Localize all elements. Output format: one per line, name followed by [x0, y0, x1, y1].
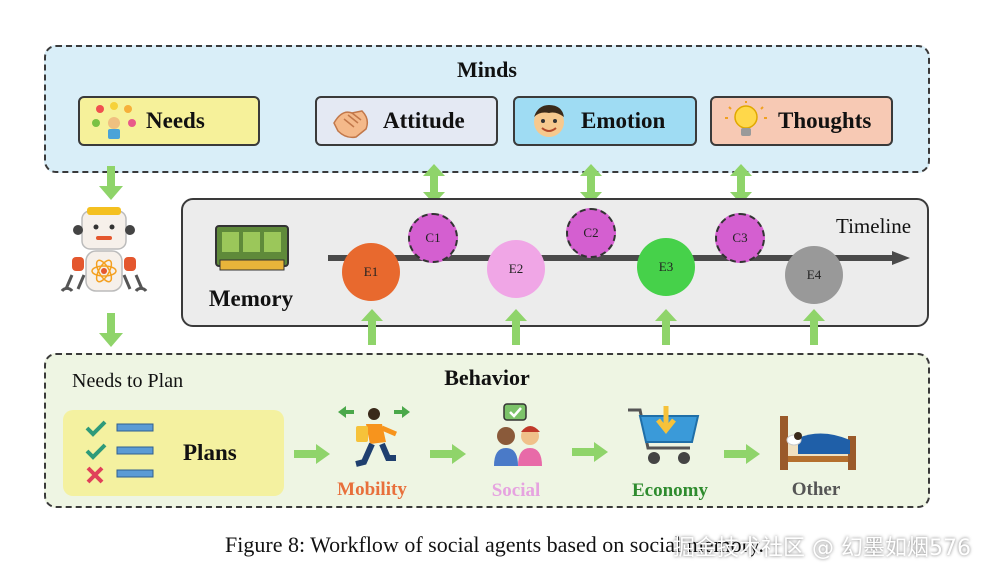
needs-label: Needs [146, 108, 205, 133]
thoughts-label: Thoughts [778, 108, 872, 133]
arrow-up-2 [505, 309, 527, 345]
figure-caption: Figure 8: Workflow of social agents base… [225, 532, 764, 557]
needs-to-plan-label: Needs to Plan [72, 370, 184, 392]
shopping-cart-icon [628, 406, 700, 464]
arrow-needs-to-robot [99, 166, 123, 200]
robot-agent-icon [60, 207, 148, 293]
thoughts-box: Thoughts [710, 96, 893, 146]
mobility-running-icon [338, 406, 410, 467]
arrow-economy-other [724, 444, 760, 464]
needs-icon [90, 101, 138, 141]
checklist-icon [85, 420, 154, 484]
memory-label: Memory [208, 286, 294, 311]
cognition-c3: C3 [715, 213, 765, 263]
emotion-label: Emotion [581, 108, 666, 133]
plans-label: Plans [183, 440, 237, 465]
bed-icon [780, 416, 856, 470]
mobility-label: Mobility [337, 479, 407, 500]
attitude-box: Attitude [315, 96, 498, 146]
cognition-c1: C1 [408, 213, 458, 263]
timeline-label: Timeline [836, 214, 912, 238]
lightbulb-icon [722, 101, 770, 141]
economy-label: Economy [632, 480, 708, 501]
attitude-label: Attitude [383, 108, 465, 133]
smile-face-icon [525, 101, 573, 141]
other-label: Other [791, 479, 841, 500]
social-label: Social [491, 480, 541, 501]
timeline-arrow [328, 251, 910, 265]
arrow-social-economy [572, 442, 608, 462]
arrow-up-3 [655, 309, 677, 345]
event-e4: E4 [785, 246, 843, 304]
watermark: 掘金技术社区 @ 幻墨如烟576 [673, 536, 971, 561]
social-people-icon [494, 403, 542, 466]
arrow-mobility-social [430, 444, 466, 464]
event-e3: E3 [637, 238, 695, 296]
cognition-c2: C2 [566, 208, 616, 258]
handshake-icon [327, 101, 375, 141]
arrow-up-4 [803, 309, 825, 345]
needs-box: Needs [78, 96, 260, 146]
memory-chip-icon [215, 225, 289, 271]
behavior-title: Behavior [444, 365, 530, 390]
arrow-up-1 [361, 309, 383, 345]
event-e2: E2 [487, 240, 545, 298]
event-e1: E1 [342, 243, 400, 301]
emotion-box: Emotion [513, 96, 697, 146]
arrow-robot-to-behavior [99, 313, 123, 347]
arrow-plans-mobility [294, 444, 330, 464]
minds-title: Minds [457, 57, 517, 82]
plans-box: Plans [63, 410, 284, 496]
